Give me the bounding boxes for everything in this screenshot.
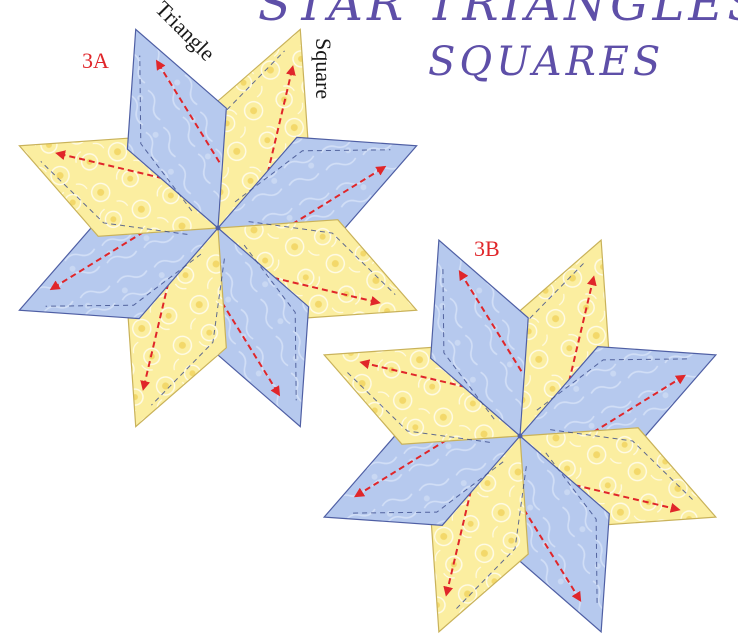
label-3b: 3B (474, 236, 500, 261)
dashed-stitch-line-icon (45, 253, 202, 307)
star-center-point (215, 225, 221, 231)
label-3a: 3A (82, 48, 109, 73)
dashed-stitch-line-icon (243, 244, 297, 401)
dashed-stitch-line-icon (139, 55, 193, 212)
dashed-stitch-line-icon (344, 369, 490, 443)
star-3a-point-8 (126, 28, 227, 230)
dashed-stitch-line-icon (350, 461, 504, 514)
star-3a (18, 28, 418, 428)
dashed-stitch-line-icon (536, 358, 690, 411)
dashed-stitch-line-icon (248, 221, 396, 295)
title-line-1: STAR TRIANGLES & (258, 0, 738, 32)
dashed-stitch-line-icon (151, 258, 225, 406)
dashed-stitch-line-icon (442, 266, 495, 420)
star-3b (322, 238, 718, 634)
star-3b-point-8 (430, 238, 529, 438)
star-center-point (517, 433, 523, 439)
label-square: Square (311, 38, 336, 99)
dashed-stitch-line-icon (234, 149, 391, 203)
blue-diamond (430, 238, 529, 438)
dashed-stitch-line-icon (40, 161, 188, 235)
dashed-stitch-line-icon (453, 466, 527, 612)
dashed-stitch-line-icon (550, 429, 696, 503)
title-line-2: SQUARES (428, 39, 664, 85)
blue-diamond (126, 28, 227, 230)
dashed-stitch-line-icon (545, 452, 598, 606)
